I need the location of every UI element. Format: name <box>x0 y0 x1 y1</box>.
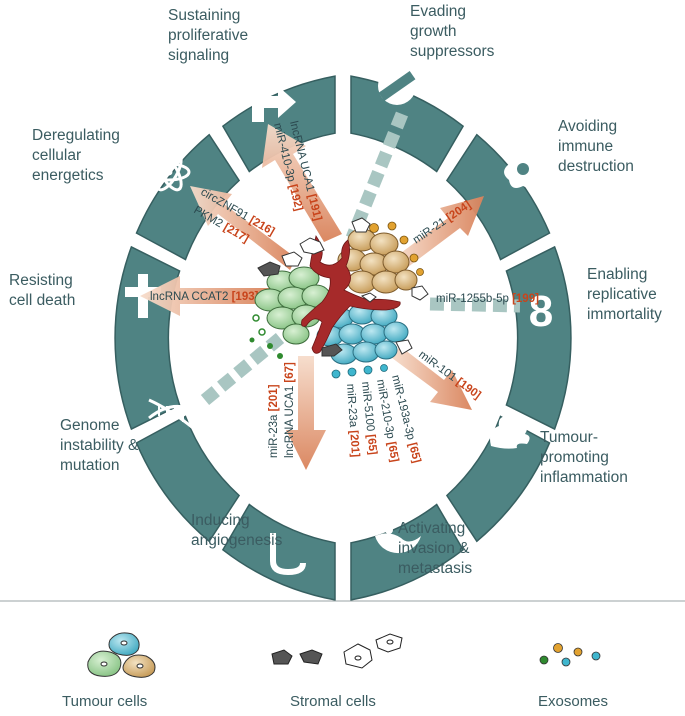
svg-text:8: 8 <box>529 287 553 336</box>
label-mir5100: miR-5100 [65] <box>359 381 379 456</box>
atom-icon <box>147 152 191 192</box>
arrow-deregulating <box>190 186 296 270</box>
stromal-cells-center <box>257 217 429 357</box>
arrow-tumour <box>392 346 472 410</box>
label-avoiding: Avoiding immune destruction <box>558 118 634 175</box>
label-mir23a-right: miR-23a [201] <box>344 383 361 457</box>
segment-inducing <box>221 503 336 601</box>
label-mir23a-left: miR-23a [201] <box>268 384 280 458</box>
exosome-dots-center <box>249 221 424 379</box>
segment-avoiding <box>445 133 551 261</box>
label-mir1255: miR-1255b-5p [199] <box>436 293 539 305</box>
label-lnc-uca1-bottom: lncRNA UCA1 [67] <box>284 362 296 458</box>
arrow-resisting <box>140 276 272 316</box>
bent-arrow-icon <box>252 86 296 122</box>
label-genome: Genome instability & mutation <box>60 417 143 474</box>
legend: Tumour cells Stromal cells Exosomes <box>62 632 608 710</box>
infinity-icon: 8 <box>529 287 553 336</box>
legend-tumour-label: Tumour cells <box>62 693 147 710</box>
blood-vessel <box>301 235 401 354</box>
dashed-arrow-evading <box>345 111 409 241</box>
dashed-arrow-enabling <box>429 297 521 313</box>
arrow-avoiding <box>394 196 484 270</box>
green-cell-cluster <box>254 266 331 345</box>
legend-tumour-icon <box>87 632 156 678</box>
label-deregulating: Deregulating cellular energetics <box>32 127 124 184</box>
label-inducing: Inducing angiogenesis <box>191 512 283 549</box>
flame-icon <box>490 415 530 449</box>
label-ccat2: lncRNA CCAT2 [193] <box>150 291 259 303</box>
label-evading: Evading growth suppressors <box>410 3 495 60</box>
label-resisting: Resisting cell death <box>9 272 77 309</box>
label-sustaining: Sustaining proliferative signaling <box>168 7 252 64</box>
label-enabling: Enabling replicative immortality <box>587 266 662 323</box>
label-activating: Activating invasion & metastasis <box>398 520 474 577</box>
vessel-icon <box>270 533 306 575</box>
segment-enabling <box>505 245 572 431</box>
no-entry-icon <box>378 67 416 105</box>
segment-deregulating <box>135 133 241 261</box>
dashed-arrow-genome <box>200 332 285 406</box>
legend-exosomes-label: Exosomes <box>538 693 608 710</box>
immune-cell-icon <box>504 152 545 188</box>
segment-genome <box>135 415 241 543</box>
segment-activating <box>350 503 465 601</box>
label-tumour-promoting: Tumour- promoting inflammation <box>540 429 628 486</box>
arrow-inducing <box>286 356 326 470</box>
legend-exosomes-icon <box>539 643 601 667</box>
dna-icon <box>148 398 194 430</box>
invasion-icon <box>375 526 421 554</box>
tumour-mass <box>249 217 429 379</box>
legend-stromal-label: Stromal cells <box>290 693 376 710</box>
arrow-sustaining <box>262 124 342 242</box>
legend-stromal-icon <box>271 633 403 669</box>
